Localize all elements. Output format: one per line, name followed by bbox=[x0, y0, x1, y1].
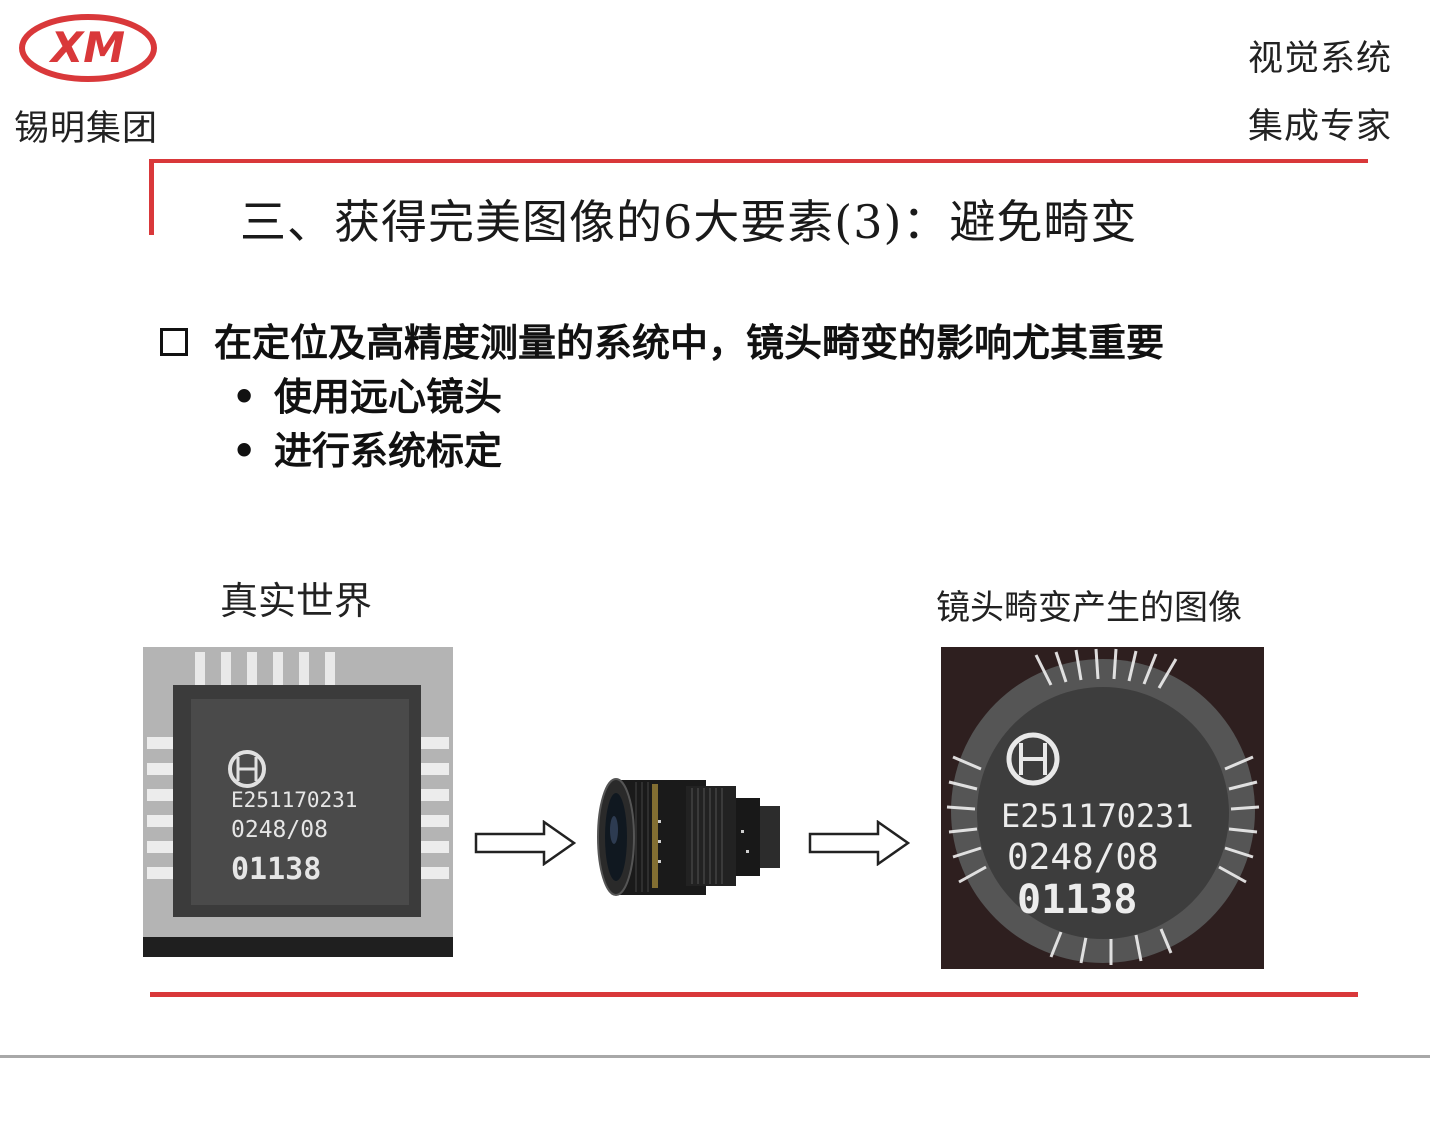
title-side-bar bbox=[149, 159, 154, 235]
chip-code-3: 01138 bbox=[231, 852, 321, 887]
real-chip-image: E251170231 0248/08 01138 bbox=[143, 647, 453, 957]
bullet-dot-icon: • bbox=[232, 375, 257, 419]
tagline-line1: 视觉系统 bbox=[1248, 39, 1393, 79]
page-bottom-rule bbox=[0, 1055, 1430, 1058]
tagline-line2: 集成专家 bbox=[1248, 107, 1393, 147]
chip-code-2: 0248/08 bbox=[231, 817, 328, 843]
company-logo: XM bbox=[19, 14, 157, 82]
bosch-logo-icon bbox=[228, 750, 266, 788]
distorted-chip-image: E251170231 0248/08 01138 bbox=[941, 647, 1264, 969]
slide-title: 三、获得完美图像的6大要素(3)：避免畸变 bbox=[240, 195, 1138, 249]
caption-distorted-image: 镜头畸变产生的图像 bbox=[936, 588, 1242, 628]
caption-real-world: 真实世界 bbox=[220, 579, 373, 623]
camera-lens-icon bbox=[597, 778, 780, 896]
bullet-dot-icon: • bbox=[232, 429, 257, 473]
sub-bullet-2: • 进行系统标定 bbox=[232, 420, 502, 475]
bosch-logo-icon bbox=[1006, 732, 1060, 786]
main-bullet: 在定位及高精度测量的系统中，镜头畸变的影响尤其重要 bbox=[160, 312, 1164, 367]
chip-code-1: E251170231 bbox=[231, 788, 357, 812]
main-bullet-text: 在定位及高精度测量的系统中，镜头畸变的影响尤其重要 bbox=[214, 321, 1165, 365]
logo-letters: XM bbox=[48, 23, 125, 72]
chip-code-1: E251170231 bbox=[1001, 797, 1194, 835]
right-arrow-icon bbox=[808, 820, 910, 866]
right-arrow-icon bbox=[474, 820, 576, 866]
sub-bullet-text: 进行系统标定 bbox=[274, 429, 503, 473]
header-divider bbox=[150, 159, 1368, 163]
sub-bullet-1: • 使用远心镜头 bbox=[232, 366, 502, 421]
footer-divider bbox=[150, 992, 1358, 997]
checkbox-bullet-icon bbox=[160, 327, 188, 356]
company-name: 锡明集团 bbox=[14, 109, 159, 149]
chip-code-3: 01138 bbox=[1017, 877, 1137, 923]
sub-bullet-text: 使用远心镜头 bbox=[274, 375, 503, 419]
chip-code-2: 0248/08 bbox=[1007, 837, 1159, 878]
